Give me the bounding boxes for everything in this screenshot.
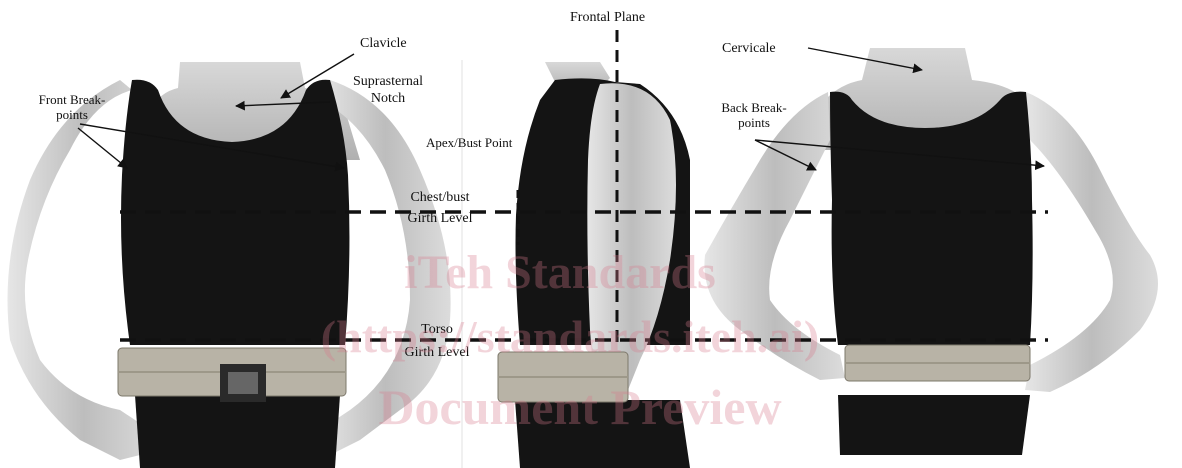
clavicle-label: Clavicle <box>360 35 407 52</box>
frontal-plane-label: Frontal Plane <box>570 9 645 26</box>
back-breakpoints-label: Back Break- points <box>712 100 796 130</box>
chest-line-1: Chest/bust <box>390 189 490 206</box>
apex-bust-point-label: Apex/Bust Point <box>426 135 512 150</box>
front-break-line-2: points <box>30 107 114 122</box>
front-break-arrow-left <box>78 128 127 168</box>
back-tank-top <box>830 92 1033 345</box>
cervicale-label: Cervicale <box>722 40 776 57</box>
back-break-line-1: Back Break- <box>712 100 796 115</box>
chest-girth-label: Chest/bust Girth Level <box>390 189 490 227</box>
front-breakpoints-label: Front Break- points <box>30 92 114 122</box>
suprasternal-notch-label: Suprasternal Notch <box>342 73 434 107</box>
watermark-line-2: (https://standards.iteh.ai) <box>190 310 950 363</box>
chest-line-2: Girth Level <box>390 210 490 227</box>
back-right-arm <box>1025 92 1158 392</box>
watermark-line-1: iTeh Standards <box>330 245 790 300</box>
back-break-line-2: points <box>712 115 796 130</box>
watermark-line-3: Document Preview <box>300 378 860 436</box>
front-break-line-1: Front Break- <box>30 92 114 107</box>
suprasternal-line-2: Notch <box>342 90 434 107</box>
suprasternal-line-1: Suprasternal <box>342 73 434 90</box>
